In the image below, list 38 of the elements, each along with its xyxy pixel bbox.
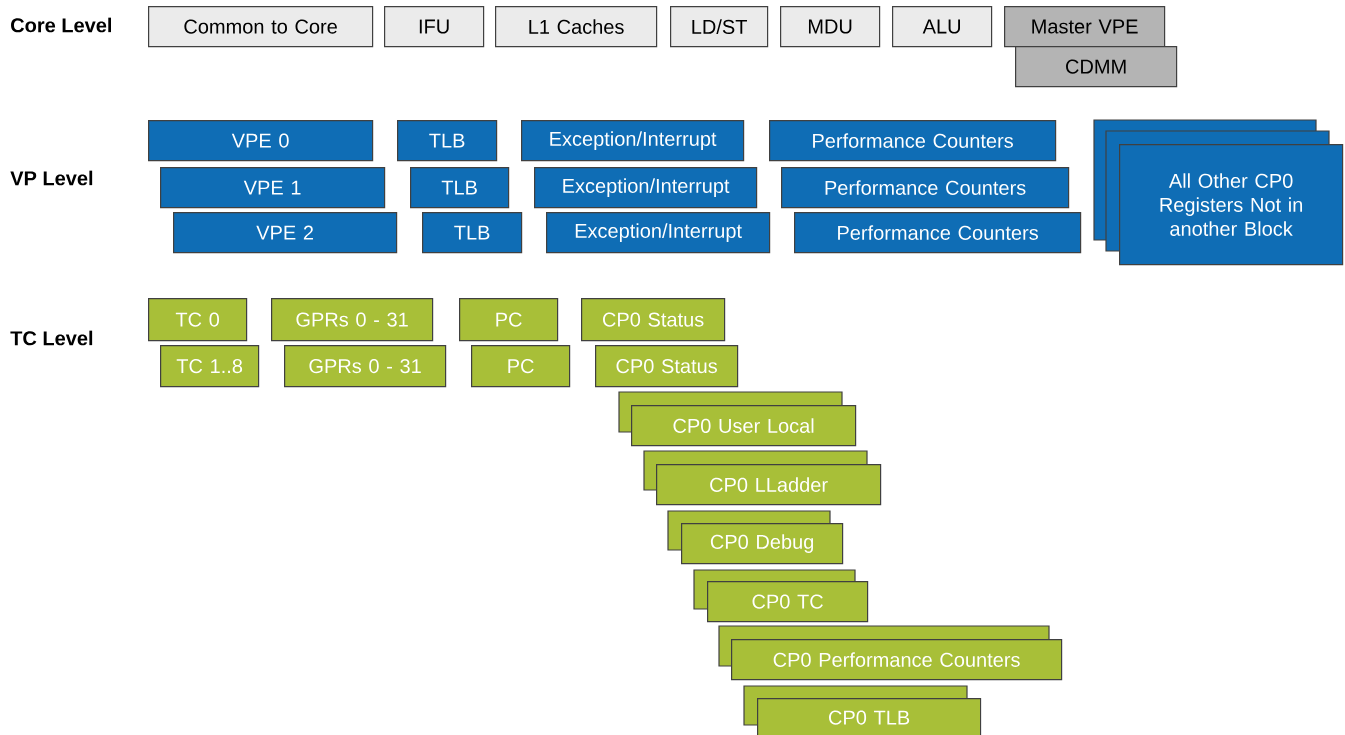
block: Performance Counters [794,212,1082,254]
level-label: TC Level [10,330,93,346]
block: CDMM [1015,46,1178,88]
block: LD/ST [670,6,769,48]
block: PC [459,298,559,342]
block: CP0 Status [581,298,726,342]
block: Exception/Interrupt [521,120,745,162]
block: PC [471,345,571,388]
block: L1 Caches [495,6,658,48]
stacked-block: CP0 LLadder [643,450,882,506]
stacked-block: CP0 Performance Counters [718,625,1063,681]
block: MDU [780,6,881,48]
block: ALU [892,6,993,48]
block: GPRs 0 - 31 [271,298,434,342]
block: TLB [410,167,510,209]
block: TC 1..8 [160,345,260,388]
block: IFU [384,6,485,48]
block: Exception/Interrupt [546,212,771,254]
block: GPRs 0 - 31 [284,345,447,388]
block: Common to Core [148,6,374,48]
block: CP0 Status [595,345,739,388]
block: TC 0 [148,298,248,342]
stacked-block: CP0 TC [693,569,869,623]
block: Performance Counters [769,120,1057,162]
block: Exception/Interrupt [534,167,758,209]
block: VPE 1 [160,167,386,209]
stacked-block: CP0 TLB [743,685,982,735]
block: Performance Counters [781,167,1070,209]
block: TLB [397,120,498,162]
block: TLB [422,212,523,254]
level-label: VP Level [10,170,93,186]
block: VPE 0 [148,120,374,162]
block: VPE 2 [173,212,398,254]
block: Master VPE [1004,6,1166,48]
stacked-block: CP0 User Local [618,391,857,447]
level-label: Core Level [11,17,112,33]
stacked-block: CP0 Debug [667,510,844,565]
stacked-block: All Other CP0 Registers Not in another Block [1093,119,1344,266]
